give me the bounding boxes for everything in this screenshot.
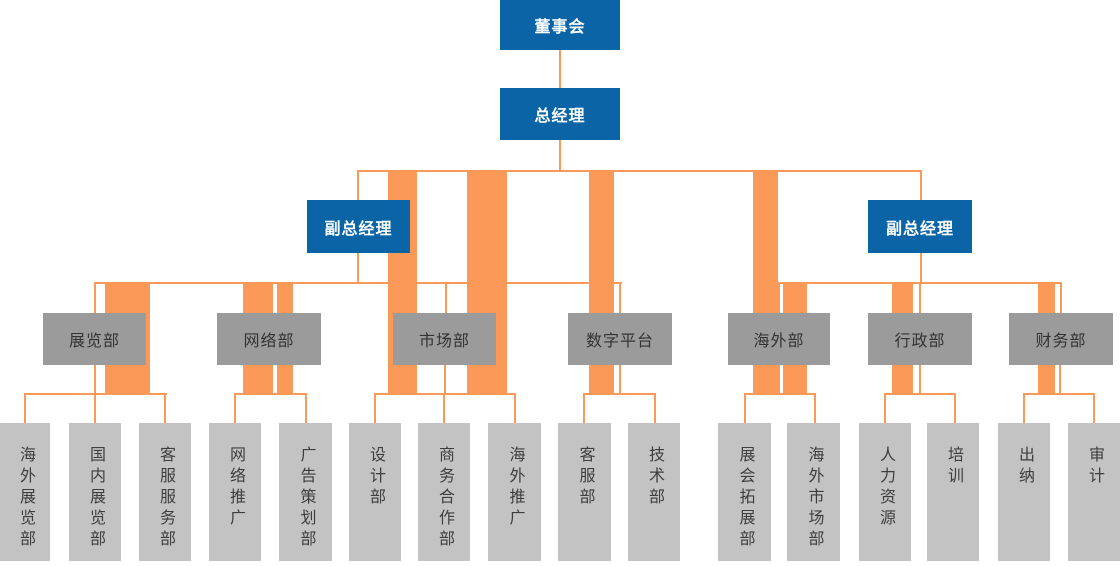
connector-line bbox=[374, 393, 516, 395]
node-dept-admin[interactable]: 行政部 bbox=[868, 313, 972, 365]
node-leaf-design[interactable]: 设计部 bbox=[349, 423, 401, 561]
node-leaf-customer-service-dept[interactable]: 客服服务部 bbox=[139, 423, 191, 561]
node-dept-network[interactable]: 网络部 bbox=[217, 313, 321, 365]
node-deputy-gm-left[interactable]: 副总经理 bbox=[307, 200, 410, 253]
leaf-label: 展会拓展部 bbox=[736, 446, 754, 551]
leaf-label: 客服部 bbox=[576, 446, 594, 509]
connector-line bbox=[583, 393, 656, 395]
connector-line bbox=[444, 365, 446, 395]
node-leaf-overseas-market[interactable]: 海外市场部 bbox=[787, 423, 840, 561]
connector-line bbox=[1059, 365, 1061, 395]
connector-line bbox=[619, 282, 621, 313]
leaf-label: 海外推广 bbox=[506, 446, 524, 530]
node-leaf-human-resources[interactable]: 人力资源 bbox=[859, 423, 911, 561]
node-board[interactable]: 董事会 bbox=[500, 0, 620, 50]
leaf-label: 海外展览部 bbox=[17, 446, 34, 551]
connector-line bbox=[744, 393, 816, 395]
node-leaf-domestic-exhibition[interactable]: 国内展览部 bbox=[69, 423, 121, 561]
node-leaf-technology[interactable]: 技术部 bbox=[628, 423, 680, 561]
leaf-label: 设计部 bbox=[367, 446, 384, 509]
connector-line bbox=[814, 393, 816, 423]
connector-line bbox=[357, 253, 359, 284]
connector-line bbox=[94, 282, 622, 284]
leaf-label: 审计 bbox=[1086, 446, 1103, 488]
node-general-manager[interactable]: 总经理 bbox=[500, 88, 620, 140]
connector-line bbox=[24, 393, 26, 423]
connector-line bbox=[164, 393, 166, 423]
connector-line bbox=[954, 393, 956, 423]
node-leaf-audit[interactable]: 审计 bbox=[1068, 423, 1120, 561]
node-leaf-exhibition-expansion[interactable]: 展会拓展部 bbox=[718, 423, 771, 561]
node-leaf-customer-service[interactable]: 客服部 bbox=[558, 423, 611, 561]
connector-line bbox=[884, 393, 956, 395]
connector-line bbox=[884, 393, 886, 423]
leaf-label: 网络推广 bbox=[227, 446, 244, 530]
connector-line bbox=[583, 393, 585, 423]
connector-line bbox=[94, 393, 96, 423]
leaf-label: 人力资源 bbox=[877, 446, 894, 530]
node-deputy-gm-right[interactable]: 副总经理 bbox=[868, 200, 972, 253]
connector-line bbox=[514, 393, 516, 423]
node-leaf-web-promotion[interactable]: 网络推广 bbox=[209, 423, 261, 561]
connector-line bbox=[744, 393, 746, 423]
leaf-label: 出纳 bbox=[1016, 446, 1033, 488]
connector-line bbox=[778, 282, 780, 313]
connector-line bbox=[920, 253, 922, 284]
node-leaf-cashier[interactable]: 出纳 bbox=[998, 423, 1050, 561]
connector-line bbox=[1023, 393, 1025, 423]
connector-line bbox=[443, 393, 445, 423]
connector-line bbox=[654, 393, 656, 423]
connector-line bbox=[234, 393, 236, 423]
connector-line bbox=[920, 170, 922, 200]
leaf-label: 培训 bbox=[945, 446, 962, 488]
node-dept-finance[interactable]: 财务部 bbox=[1009, 313, 1113, 365]
node-leaf-ad-planning[interactable]: 广告策划部 bbox=[279, 423, 332, 561]
connector-line bbox=[919, 282, 921, 313]
connector-line bbox=[234, 393, 307, 395]
leaf-label: 商务合作部 bbox=[436, 446, 453, 551]
connector-line bbox=[305, 393, 307, 423]
connector-line bbox=[559, 140, 561, 172]
connector-line bbox=[559, 50, 561, 88]
connector-line bbox=[357, 170, 922, 172]
leaf-label: 国内展览部 bbox=[87, 446, 104, 551]
node-dept-exhibition[interactable]: 展览部 bbox=[43, 313, 146, 365]
connector-line bbox=[94, 365, 96, 395]
node-leaf-training[interactable]: 培训 bbox=[927, 423, 979, 561]
leaf-label: 技术部 bbox=[646, 446, 663, 509]
connector-line bbox=[374, 393, 376, 423]
node-dept-overseas[interactable]: 海外部 bbox=[728, 313, 830, 365]
node-leaf-overseas-promotion[interactable]: 海外推广 bbox=[488, 423, 541, 561]
connector-line bbox=[94, 282, 96, 313]
connector-line bbox=[1093, 393, 1095, 423]
leaf-label: 海外市场部 bbox=[805, 446, 823, 551]
leaf-label: 广告策划部 bbox=[297, 446, 315, 551]
node-leaf-business-cooperation[interactable]: 商务合作部 bbox=[418, 423, 470, 561]
connector-line bbox=[1060, 282, 1062, 313]
connector-line bbox=[1023, 393, 1095, 395]
connector-line bbox=[445, 282, 447, 313]
connector-line bbox=[919, 365, 921, 395]
node-dept-marketing[interactable]: 市场部 bbox=[393, 313, 496, 365]
connector-line bbox=[357, 170, 359, 200]
node-leaf-overseas-exhibition[interactable]: 海外展览部 bbox=[0, 423, 50, 561]
node-dept-digital-platform[interactable]: 数字平台 bbox=[568, 313, 672, 365]
connector-line bbox=[619, 365, 621, 395]
connector-line bbox=[778, 365, 780, 395]
leaf-label: 客服服务部 bbox=[157, 446, 174, 551]
